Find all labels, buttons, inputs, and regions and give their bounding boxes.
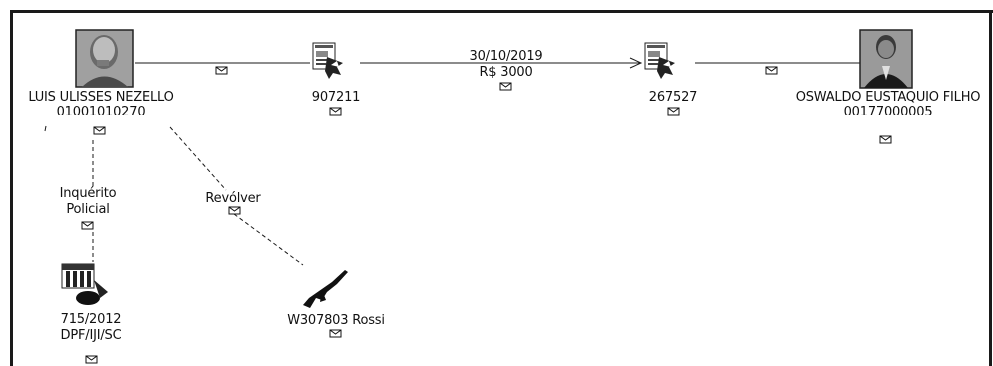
link-revolver-label: Revólver	[205, 191, 260, 206]
envelope-icon[interactable]	[229, 207, 240, 214]
link-transfer-amount: R$ 3000	[479, 65, 532, 80]
link-transfer-date: 30/10/2019	[470, 49, 543, 64]
node-luis-name[interactable]: LUIS ULISSES NEZELLO	[28, 90, 173, 105]
envelope-icon[interactable]	[86, 356, 97, 363]
envelope-icon[interactable]	[330, 330, 341, 337]
document-stamp-icon[interactable]	[313, 43, 343, 79]
node-inquerito-line2[interactable]: DPF/IJI/SC	[61, 328, 122, 343]
node-luis-id: 01001010270	[57, 105, 146, 115]
node-oswaldo-id: 00177000005	[844, 105, 933, 115]
rifle-icon[interactable]	[303, 270, 348, 308]
link-luis-revolver-a	[170, 127, 226, 190]
frame-border-top	[10, 10, 993, 13]
node-doc2-label[interactable]: 267527	[649, 90, 697, 105]
link-luis-revolver-b	[234, 214, 303, 265]
envelope-icon[interactable]	[500, 83, 511, 90]
node-gun-label[interactable]: W307803 Rossi	[287, 313, 385, 328]
envelope-icon[interactable]	[766, 67, 777, 74]
envelope-icon[interactable]	[880, 136, 891, 143]
frame-border-left	[10, 10, 13, 366]
envelope-icon[interactable]	[668, 108, 679, 115]
person-photo-icon[interactable]	[76, 30, 133, 87]
tick-mark	[45, 126, 46, 131]
police-record-icon[interactable]	[62, 264, 108, 305]
envelope-icon[interactable]	[330, 108, 341, 115]
envelope-icon[interactable]	[216, 67, 227, 74]
person-photo-icon[interactable]	[860, 30, 912, 88]
node-inquerito-line1[interactable]: 715/2012	[61, 312, 122, 327]
frame-border-right	[989, 10, 992, 366]
envelope-icon[interactable]	[94, 127, 105, 134]
link-inquerito-line1: Inquérito	[60, 186, 117, 201]
document-stamp-icon[interactable]	[645, 43, 675, 79]
link-inquerito-line2: Policial	[66, 202, 109, 217]
envelope-icon[interactable]	[82, 222, 93, 229]
node-oswaldo-name[interactable]: OSWALDO EUSTAQUIO FILHO	[796, 90, 981, 105]
node-doc1-label[interactable]: 907211	[312, 90, 360, 105]
